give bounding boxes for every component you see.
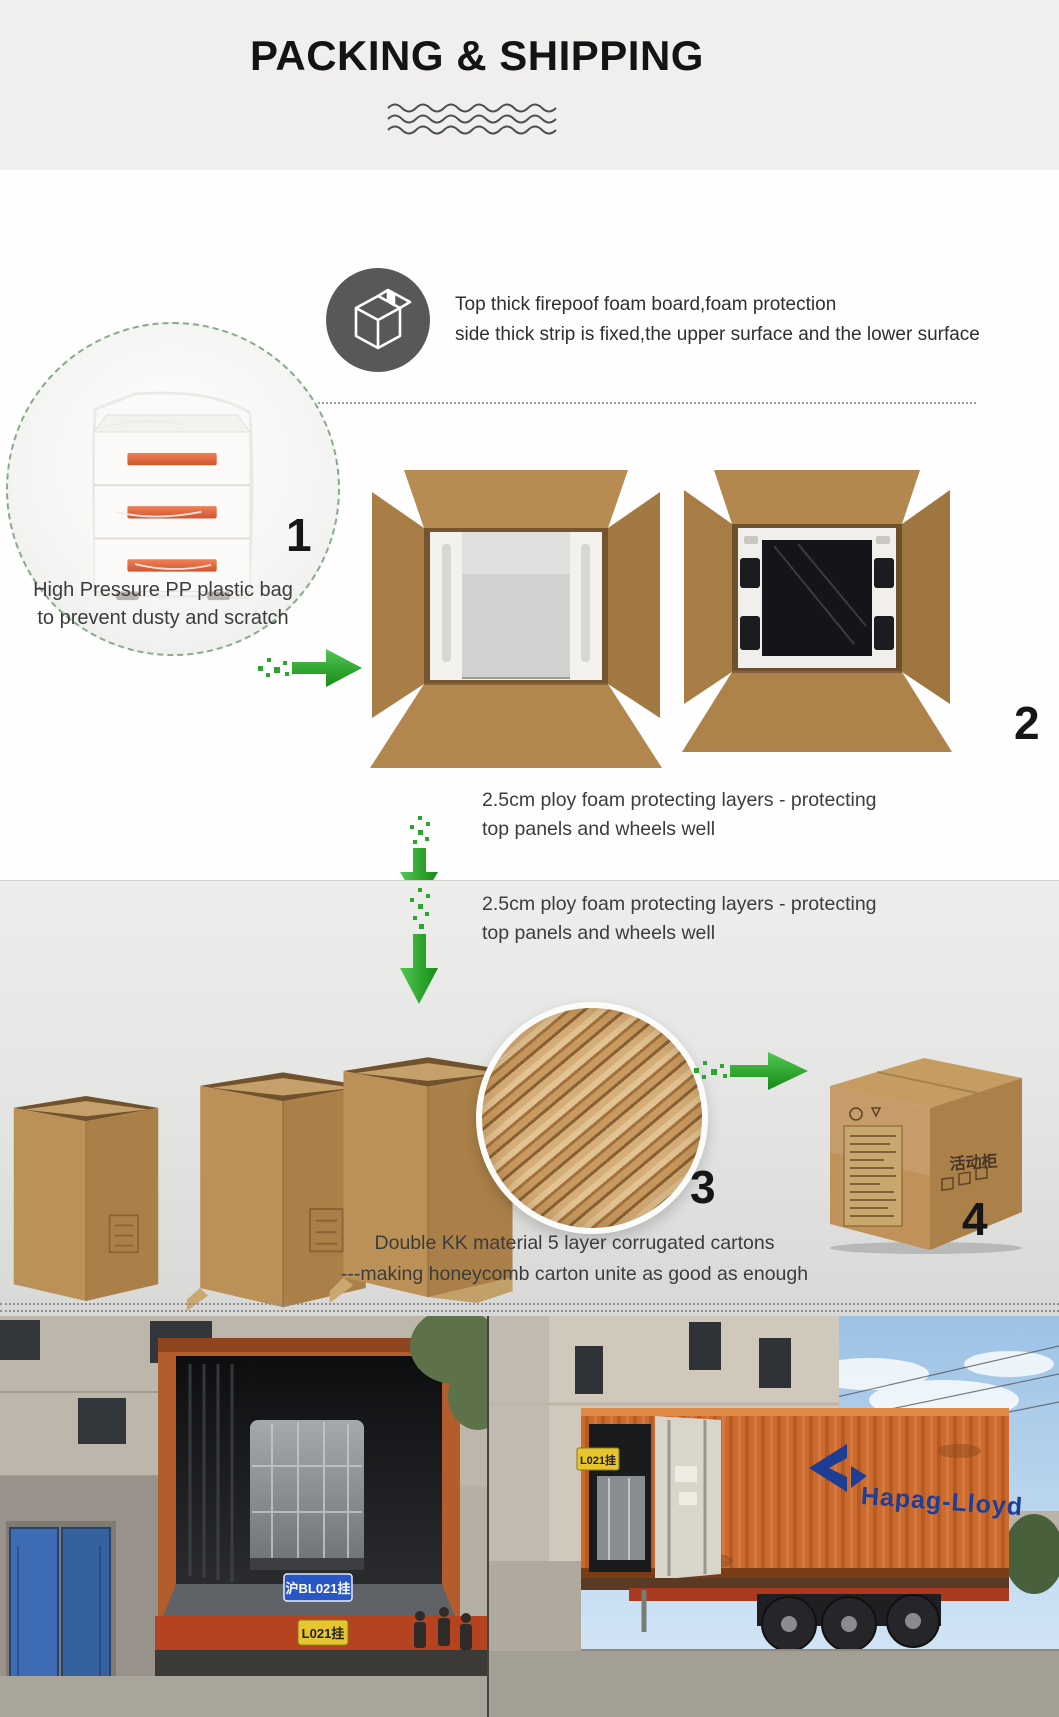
package-box-icon: [326, 268, 430, 372]
step3-number: 3: [690, 1161, 716, 1213]
arrow-right-icon: [258, 649, 362, 687]
open-box-foam-illustration-right: [682, 470, 952, 752]
workers: [414, 1607, 472, 1650]
open-box-foam-illustration-left: [370, 470, 662, 768]
page-title: PACKING & SHIPPING: [250, 32, 704, 79]
foam-caption-2-line-2: top panels and wheels well: [482, 922, 716, 944]
svg-text:沪BL021挂: 沪BL021挂: [285, 1581, 350, 1596]
svg-text:L021挂: L021挂: [580, 1453, 616, 1467]
arrow-down-icon: [400, 816, 438, 904]
foam-caption-1: 2.5cm ploy foam protecting layers - prot…: [482, 786, 902, 844]
open-carton-illustration-3: [329, 1057, 513, 1304]
step4-number: 4: [962, 1193, 988, 1245]
wrapped-cabinet-illustration: [91, 391, 254, 601]
photos-section: 沪BL021挂 L021挂: [0, 1316, 1059, 1717]
packing-note: Top thick firepoof foam board,foam prote…: [455, 290, 1015, 350]
wavy-lines-decoration: [387, 103, 557, 135]
step3-caption-line-1: Double KK material 5 layer corrugated ca…: [374, 1232, 775, 1254]
packing-note-line-2: side thick strip is fixed,the upper surf…: [455, 324, 980, 345]
step2-number: 2: [1014, 697, 1040, 749]
license-plate-yellow-small: L021挂: [576, 1447, 620, 1471]
license-plate-blue: 沪BL021挂: [283, 1573, 353, 1602]
pallet-inside: [597, 1476, 645, 1560]
corrugated-cardboard-closeup: [476, 1002, 708, 1234]
step1-caption-line-2: to prevent dusty and scratch: [37, 607, 289, 629]
step3-caption: Double KK material 5 layer corrugated ca…: [322, 1228, 827, 1290]
hapag-lloyd-container: Hapag-Lloyd: [581, 1408, 1024, 1580]
dotted-divider-bottom: [0, 1303, 1059, 1312]
wrapped-pallet: [250, 1420, 364, 1570]
foam-caption-2: 2.5cm ploy foam protecting layers - prot…: [482, 890, 902, 948]
step1-caption-line-1: High Pressure PP plastic bag: [33, 579, 293, 601]
trailer-chassis: [581, 1578, 1009, 1652]
svg-text:L021挂: L021挂: [302, 1626, 345, 1641]
loading-photo-left: 沪BL021挂 L021挂: [0, 1316, 487, 1717]
license-plate-yellow: L021挂: [297, 1619, 349, 1646]
tree-foliage: [410, 1316, 487, 1430]
hapag-lloyd-logo: [809, 1444, 867, 1492]
packing-note-line-1: Top thick firepoof foam board,foam prote…: [455, 294, 837, 315]
arrow-down-icon: [400, 888, 438, 1004]
step1-photo-circle: [6, 322, 340, 656]
header-section: PACKING & SHIPPING: [0, 0, 1059, 170]
step1-number: 1: [286, 509, 312, 561]
closed-carton-illustration: 活动柜: [830, 1058, 1022, 1254]
dotted-divider-top: [318, 402, 976, 404]
package-box-glyph: [354, 288, 412, 350]
open-carton-illustration-1: [13, 1096, 159, 1302]
foam-caption-1-line-2: top panels and wheels well: [482, 818, 716, 840]
carton-label-chinese: 活动柜: [949, 1151, 998, 1173]
container-photo-right: Hapag-Lloyd L021挂: [489, 1316, 1059, 1717]
foam-caption-2-line-1: 2.5cm ploy foam protecting layers - prot…: [482, 893, 877, 915]
step1-caption: High Pressure PP plastic bag to prevent …: [28, 576, 298, 632]
foam-caption-1-line-1: 2.5cm ploy foam protecting layers - prot…: [482, 789, 877, 811]
road: [489, 1650, 1059, 1717]
step3-caption-line-2: ---making honeycomb carton unite as good…: [340, 1263, 809, 1285]
open-door-panel: [655, 1416, 721, 1580]
arrow-right-icon: [694, 1052, 808, 1090]
